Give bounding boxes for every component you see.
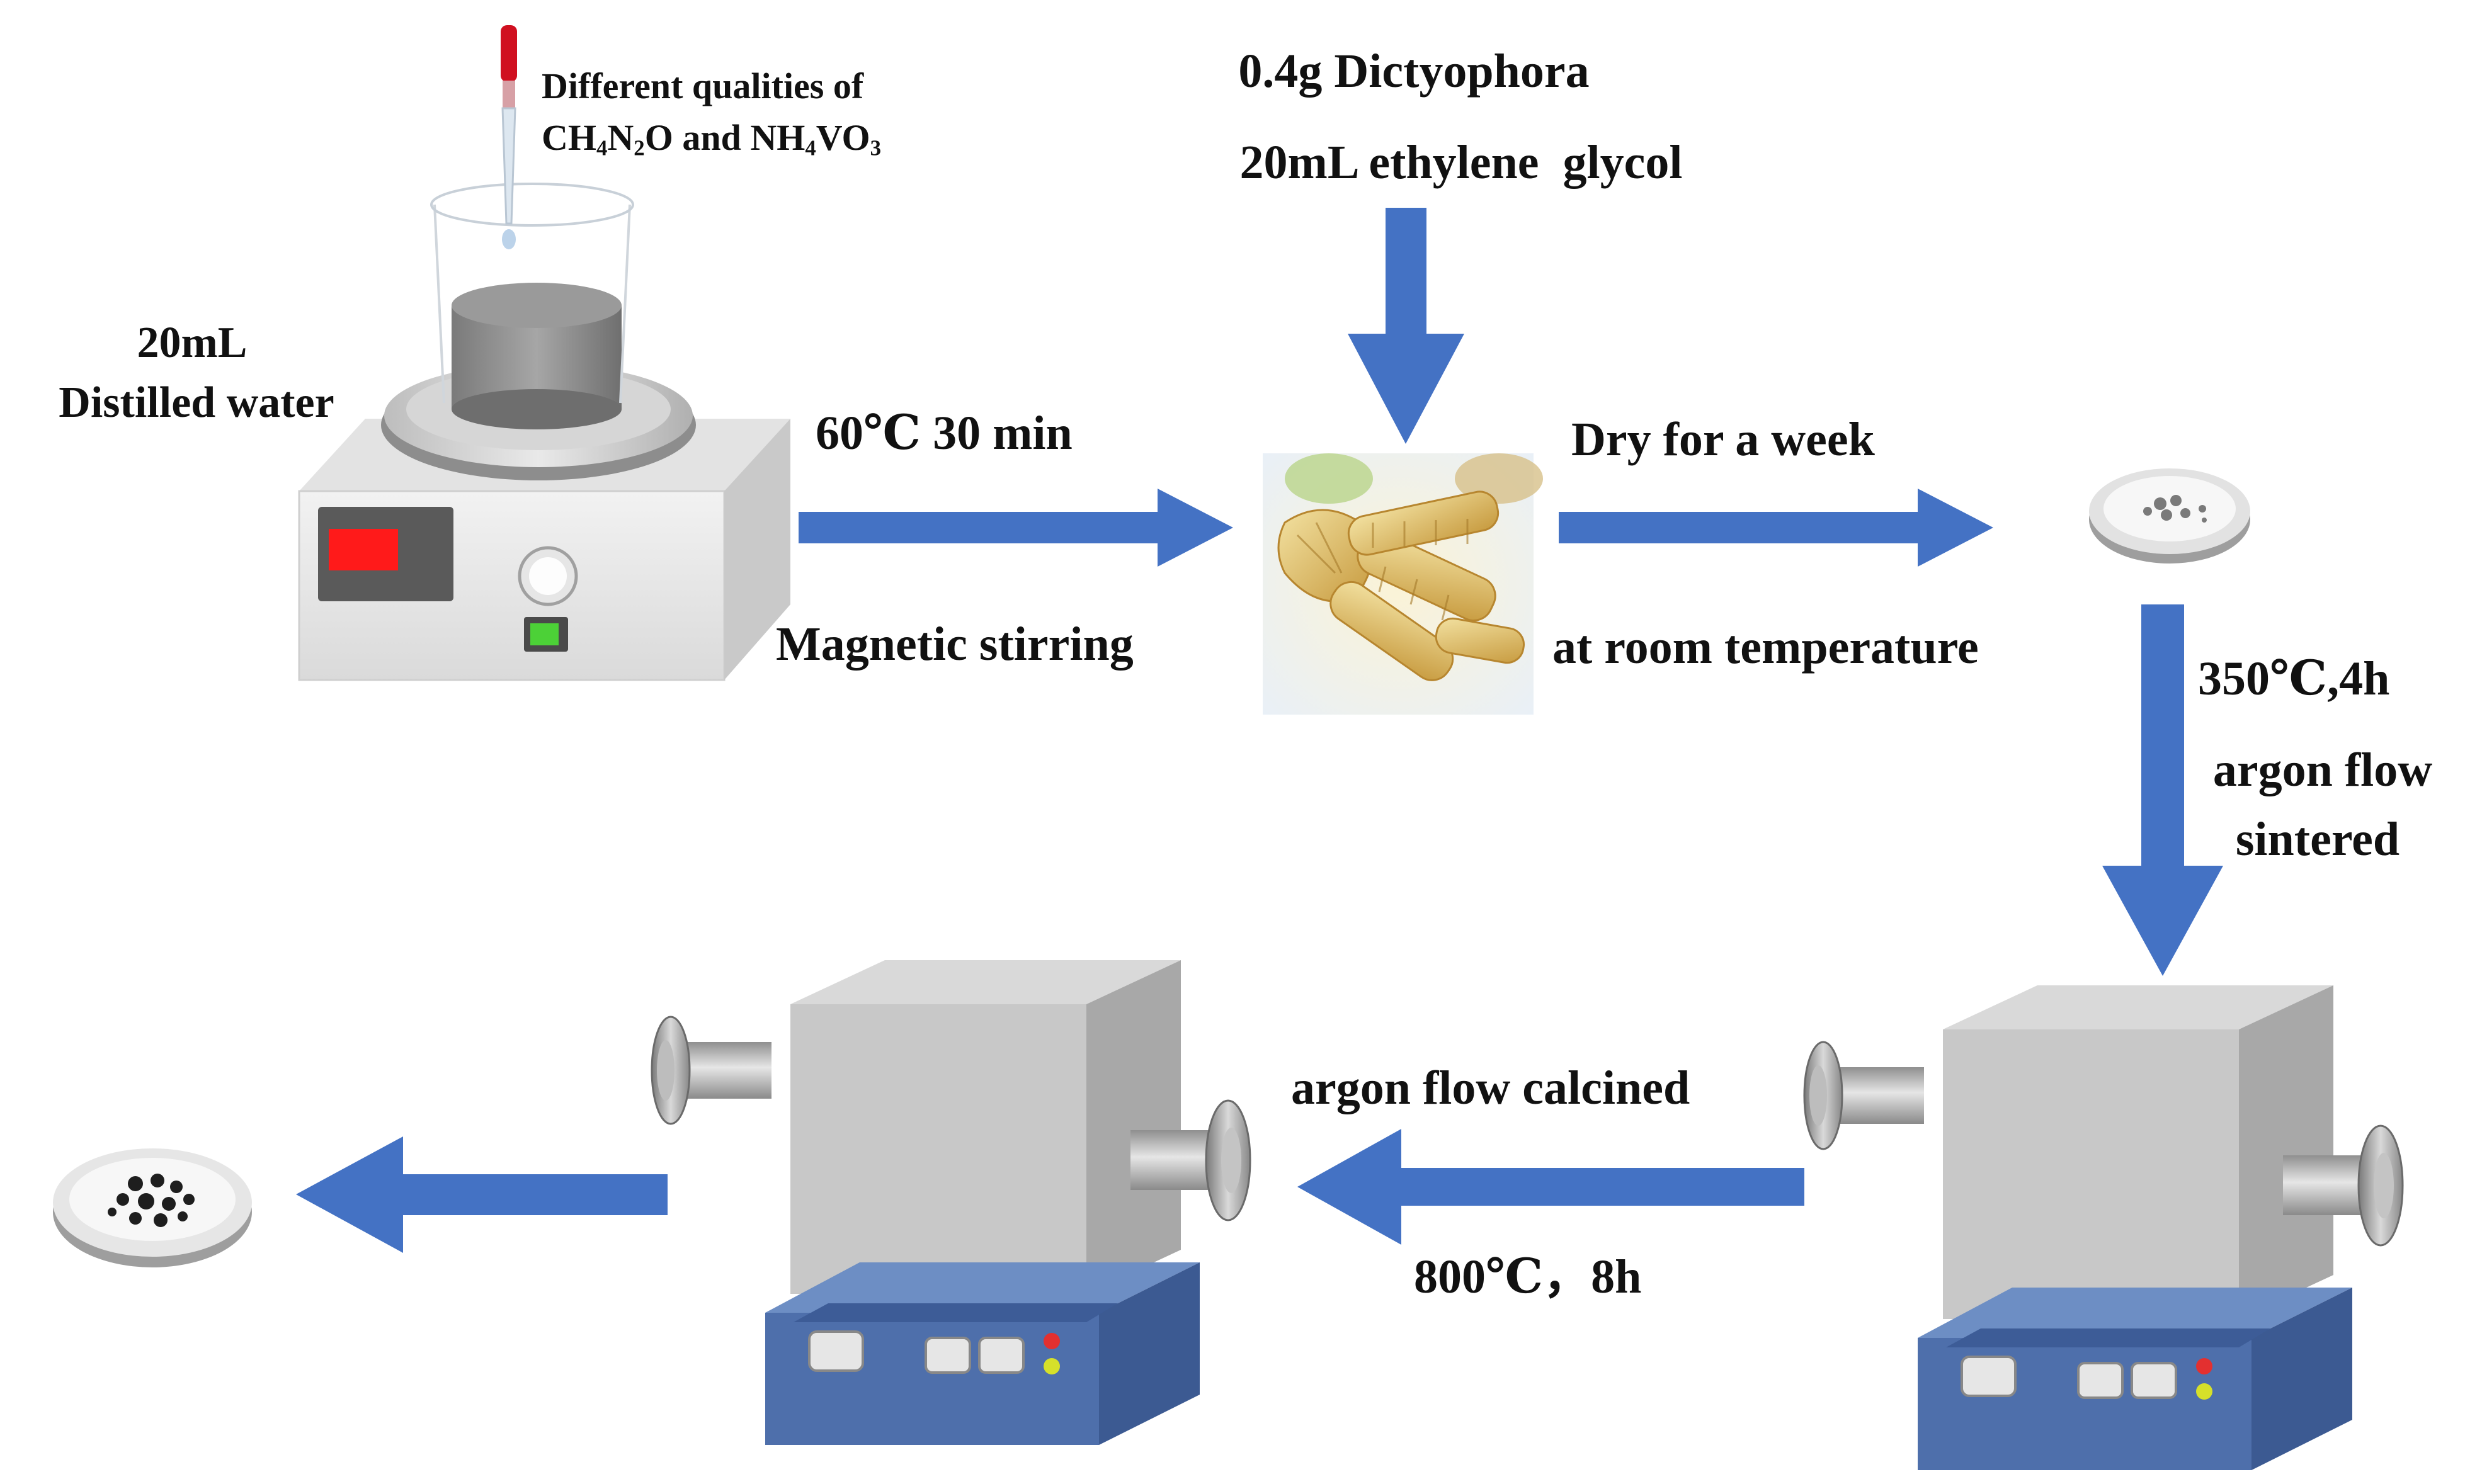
arrow-dictyophora-to-dry [1559,489,1993,567]
beaker-icon [430,183,634,429]
arrow-to-product-left [296,1136,668,1253]
sinter-atmosphere-label: argon flow [2212,744,2433,796]
stir-method-label: Magnetic stirring [776,618,1134,671]
hotplate-switch [530,623,559,645]
dictyophora-photo [1263,453,1543,715]
dropper-icon [501,25,517,249]
dry-condition-label: at room temperature [1552,621,1979,674]
arrow-sinter-down [2102,604,2223,976]
calcine-method-label: argon flow calcined [1291,1062,1690,1114]
hotplate-display [329,529,398,570]
reagents-label-line2: CH4N2O and NH4VO3 [542,117,881,161]
sinter-temperature-label: 350℃,4h [2198,652,2390,705]
sinter-process-label: sintered [2235,813,2400,866]
ethylene-glycol-label: 20mL ethylene glycol [1239,136,1683,189]
dry-duration-label: Dry for a week [1571,413,1875,466]
tube-furnace-icon [1803,984,2404,1471]
water-volume-label: 20mL [137,319,248,367]
petri-dish-icon [2089,468,2250,564]
tube-furnace-icon [651,959,1251,1446]
arrow-stir-to-dictyophora [799,489,1233,567]
dictyophora-mass-label: 0.4g Dictyophora [1238,45,1590,98]
product-dish-icon [53,1148,252,1267]
arrow-glycol-down [1348,208,1464,444]
reagents-label-line1: Different qualities of [542,65,864,106]
arrow-calcine-left [1297,1129,1804,1245]
stir-condition-label: 60℃ 30 min [816,407,1073,460]
calcine-condition-label: 800℃，8h [1414,1250,1642,1303]
water-name-label: Distilled water [59,378,334,427]
